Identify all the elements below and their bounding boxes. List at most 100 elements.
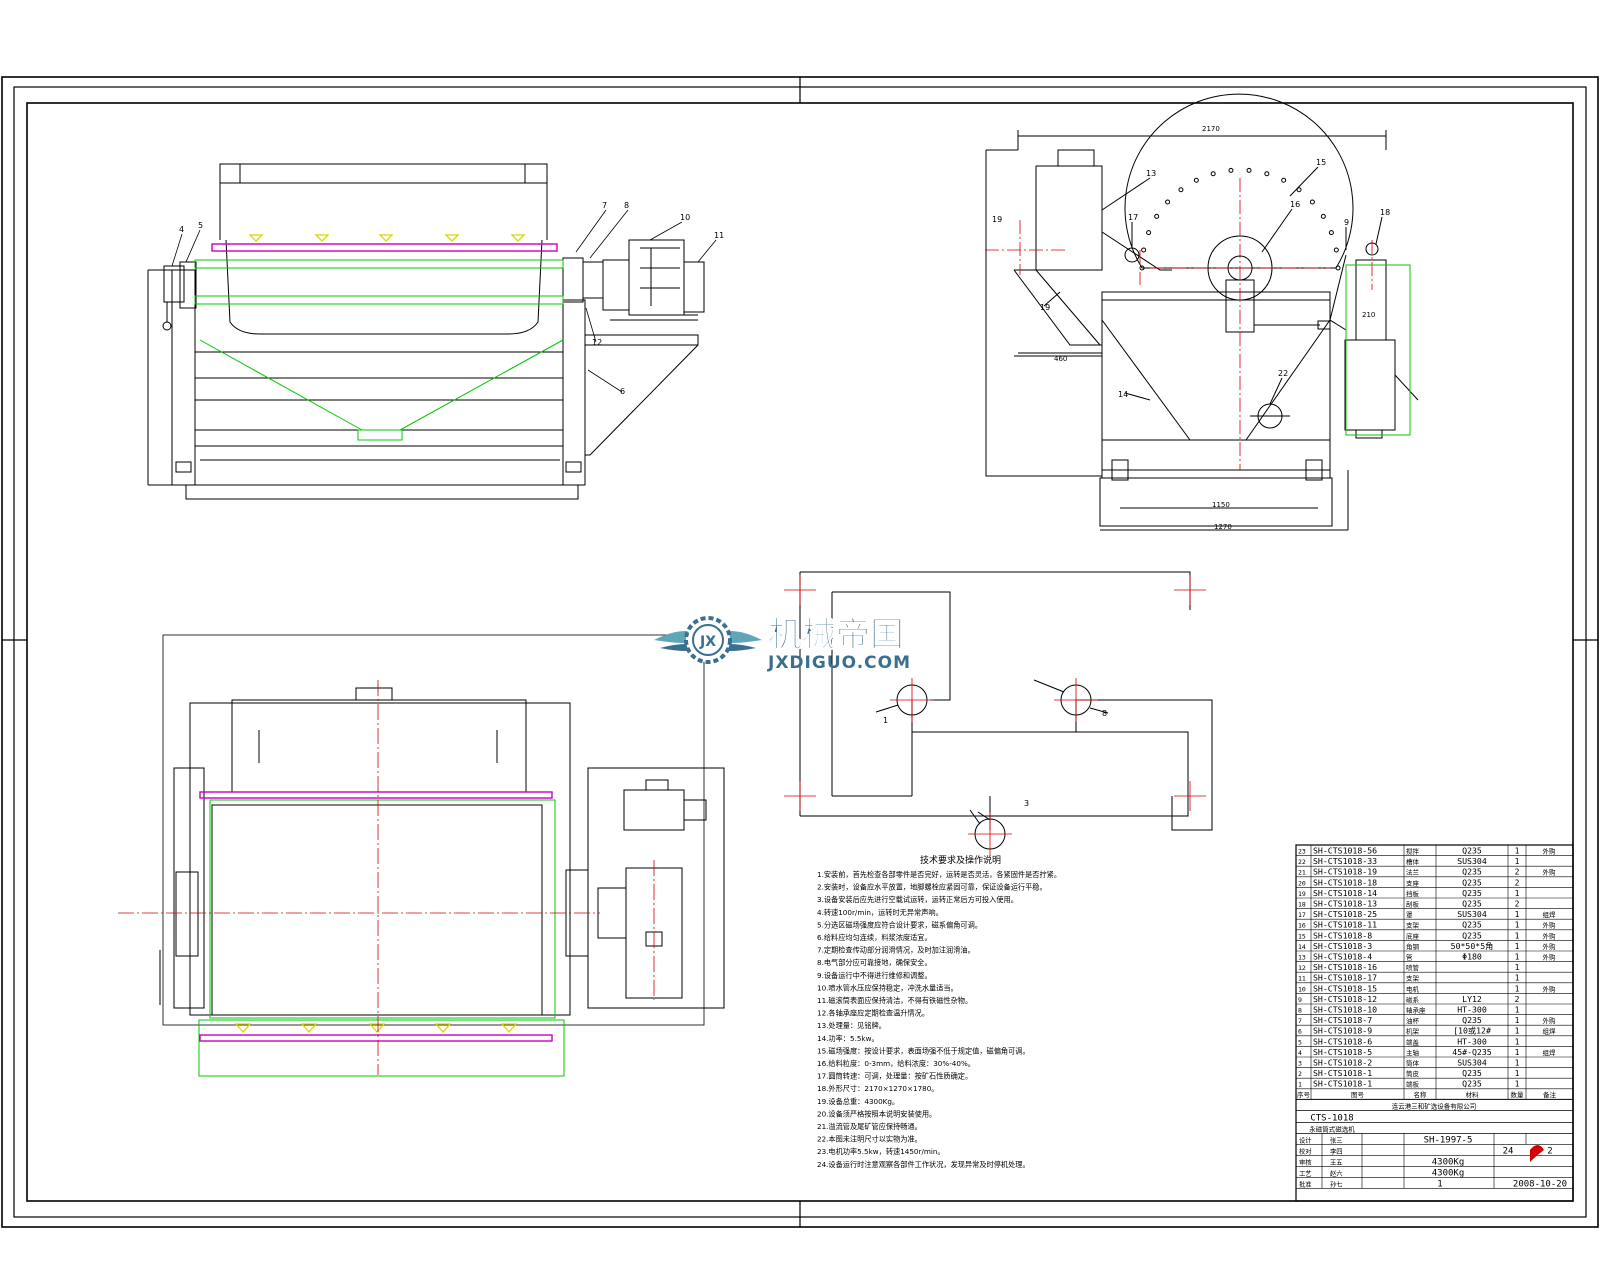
drawing-name: 永磁筒式磁选机 <box>1309 1124 1355 1133</box>
bolt-hole <box>1165 199 1171 205</box>
note-line: 13.处理量：见铭牌。 <box>817 1021 886 1030</box>
bolt-hole <box>1320 213 1326 219</box>
signoff-name: 王五 <box>1330 1158 1343 1166</box>
note-line: 5.分选区磁场强度应符合设计要求，磁系偏角可调。 <box>817 920 982 929</box>
bom-name: 管 <box>1406 953 1413 962</box>
part-label: 7 <box>602 201 607 210</box>
bolt-hole <box>1333 247 1339 253</box>
bom-no: 5 <box>1298 1038 1302 1046</box>
bom-qty: 2 <box>1515 878 1520 887</box>
bom-no: 20 <box>1298 879 1306 887</box>
bom-qty: 1 <box>1515 931 1520 940</box>
sheet-frame <box>1 76 1599 1228</box>
bom-code: SH-CTS1018-5 <box>1313 1047 1372 1057</box>
bom-qty: 1 <box>1515 857 1520 866</box>
watermark-title: 机械帝国 <box>768 615 904 655</box>
bom-code: SH-CTS1018-33 <box>1313 856 1377 866</box>
side-view-spray-bar <box>211 234 558 252</box>
bom-code: SH-CTS1018-18 <box>1313 877 1377 887</box>
part-label: 5 <box>198 221 203 230</box>
part-label: 1 <box>883 716 888 725</box>
bom-name: 搅拌 <box>1406 847 1420 856</box>
bom-code: SH-CTS1018-6 <box>1313 1036 1372 1046</box>
bom-no: 1 <box>1298 1081 1302 1089</box>
bom-qty: 1 <box>1515 942 1520 951</box>
bolt-hole <box>1335 265 1341 271</box>
bom-code: SH-CTS1018-10 <box>1313 1005 1377 1015</box>
bom-header: 备注 <box>1543 1090 1557 1099</box>
schematic-centerlines <box>784 575 1206 856</box>
part-label: 15 <box>1316 158 1326 167</box>
end-view <box>985 93 1419 531</box>
part-label: 8 <box>624 201 629 210</box>
signoff-name: 赵六 <box>1330 1168 1343 1177</box>
part-label: 3 <box>1024 799 1029 808</box>
bom-qty: 1 <box>1515 963 1520 972</box>
bom-no: 11 <box>1298 975 1306 983</box>
signoff-name: 张三 <box>1330 1135 1343 1144</box>
bom-code: SH-CTS1018-13 <box>1313 899 1377 909</box>
note-line: 17.圆筒转速：可调，处理量：按矿石性质确定。 <box>817 1072 972 1081</box>
plan-view <box>159 634 725 1026</box>
bom-material: Q235 <box>1462 1068 1482 1078</box>
note-line: 12.各轴承座应定期检查温升情况。 <box>817 1009 929 1018</box>
dimension-text: 1150 <box>1212 501 1230 509</box>
bom-qty: 2 <box>1515 995 1520 1004</box>
bom-no: 4 <box>1298 1049 1302 1057</box>
note-line: 16.给料粒度：0-3mm，给料浓度：30%-40%。 <box>817 1059 975 1068</box>
gear-emblem-icon: JX <box>654 616 762 664</box>
note-line: 22.本图未注明尺寸以实物为准。 <box>817 1135 922 1144</box>
bom-material: SUS304 <box>1457 856 1487 866</box>
part-label: 6 <box>620 387 625 396</box>
bom-name: 支架 <box>1406 974 1420 983</box>
note-line: 6.给料应均匀连续，料浆浓度适宜。 <box>817 933 932 942</box>
bom-code: SH-CTS1018-12 <box>1313 994 1377 1004</box>
note-line: 7.定期检查传动部分润滑情况，及时加注润滑油。 <box>817 946 975 955</box>
bom-no: 7 <box>1298 1017 1302 1025</box>
dimension-text: 460 <box>1054 355 1067 363</box>
sheet-total: 2 <box>1547 1146 1552 1156</box>
part-label: 10 <box>680 213 690 222</box>
bom-material: Q235 <box>1462 867 1482 877</box>
bom-code: SH-CTS1018-17 <box>1313 973 1377 983</box>
bom-note: 外购 <box>1543 1016 1557 1025</box>
signoff-role: 批准 <box>1299 1179 1312 1188</box>
bolt-hole <box>1246 167 1252 173</box>
bolt-hole <box>1193 177 1199 183</box>
part-label: 14 <box>1118 390 1128 399</box>
bom-no: 13 <box>1298 954 1306 962</box>
bom-qty: 1 <box>1515 1016 1520 1025</box>
bom-material: Q235 <box>1462 1079 1482 1089</box>
schematic <box>799 571 1213 850</box>
bom-code: SH-CTS1018-11 <box>1313 920 1377 930</box>
bom-material: HT-300 <box>1457 1036 1487 1046</box>
bom-qty: 1 <box>1515 910 1520 919</box>
bom-code: SH-CTS1018-19 <box>1313 867 1377 877</box>
part-label: 17 <box>1128 213 1138 222</box>
bom-note: 外购 <box>1543 953 1557 962</box>
bom-name: 机架 <box>1406 1027 1420 1036</box>
end-view-green <box>1345 264 1411 436</box>
bom-qty: 1 <box>1515 953 1520 962</box>
bom-name: 角钢 <box>1406 942 1420 951</box>
signoff-name: 孙七 <box>1330 1179 1343 1188</box>
bom-qty: 1 <box>1515 921 1520 930</box>
note-line: 18.外形尺寸：2170×1270×1780。 <box>817 1084 938 1093</box>
bom-name: 轴承座 <box>1406 1006 1426 1015</box>
bom-name: 槽体 <box>1406 857 1420 866</box>
